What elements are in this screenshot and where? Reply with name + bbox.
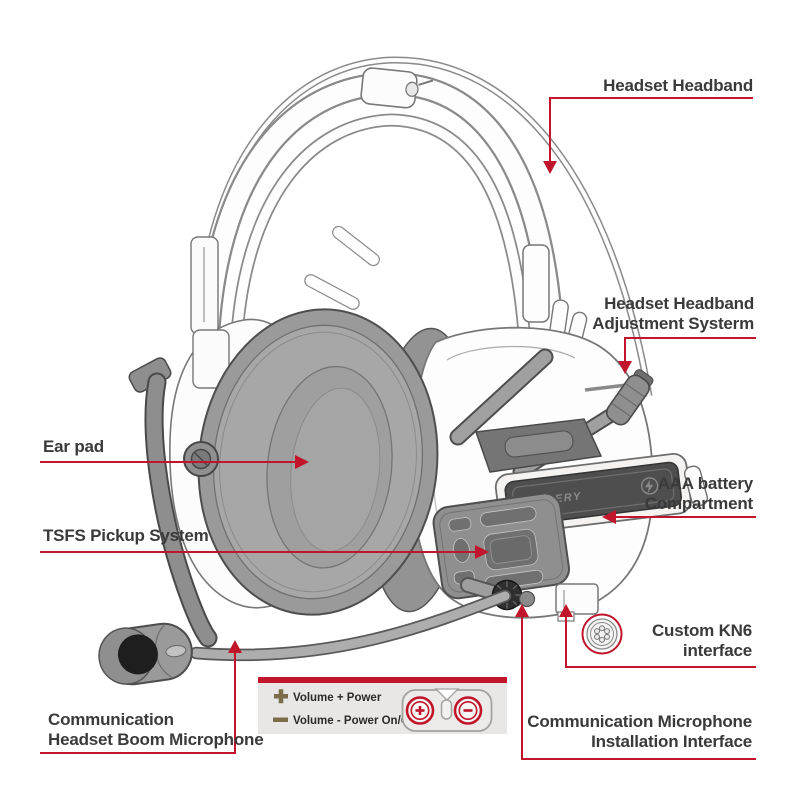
label-aaa-battery-compartment: AAA battery Compartment [644,474,754,513]
callout-adjustment-system [624,337,756,362]
battery-latch [683,465,709,507]
label-headband-adjustment-system: Headset Headband Adjustment Systerm [592,294,754,333]
volume-plus-button-icon [405,696,435,725]
label-headset-headband: Headset Headband [603,76,753,95]
headband-outer-wire [193,56,653,397]
legend-volume-plus-label: Volume + Power [293,692,382,704]
label-boom-microphone: Communication Headset Boom Microphone [48,710,264,749]
headband-suspension-band [229,113,531,351]
arrow-up-icon [515,604,529,617]
headband-right-slider [522,244,588,364]
earcup-hinge [183,441,219,477]
callout-headset-headband [549,97,753,162]
legend-volume-minus-label: Volume - Power On/Off [293,715,418,727]
legend-box: Volume + Power Volume - Power On/Off [258,677,507,734]
arrow-right-icon [295,455,309,469]
headband-top-block [360,67,434,109]
arrow-left-icon [602,510,616,524]
label-custom-kn6-interface: Custom KN6 interface [651,621,752,660]
volume-minus-button-icon [453,696,483,725]
microphone-head [98,622,193,686]
label-mic-installation-interface: Communication Microphone Installation In… [527,712,752,751]
lightning-icon [640,477,659,495]
control-panel [432,492,570,600]
callout-boom-microphone [40,652,236,754]
label-ear-pad: Ear pad [43,437,104,456]
arrow-right-icon [475,545,489,559]
boom-microphone [98,589,512,686]
left-earcup [128,236,439,648]
legend-button-panel [401,688,493,732]
right-earcup: BATTERY [367,326,709,622]
label-tsfs-pickup-system: TSFS Pickup System [43,526,209,545]
arrow-up-icon [228,640,242,653]
plus-icon [274,689,288,704]
callout-kn6-interface [565,616,756,668]
adjustment-strap-cylinder [605,369,654,426]
minus-icon [273,717,288,722]
arrow-down-icon [618,361,632,374]
arrow-up-icon [559,604,573,617]
earcup-arm [128,357,218,648]
arrow-down-icon [543,161,557,174]
kn6-connector-detail [581,613,623,655]
earcup-top-mount [474,418,603,473]
callout-mic-installation [521,616,756,760]
